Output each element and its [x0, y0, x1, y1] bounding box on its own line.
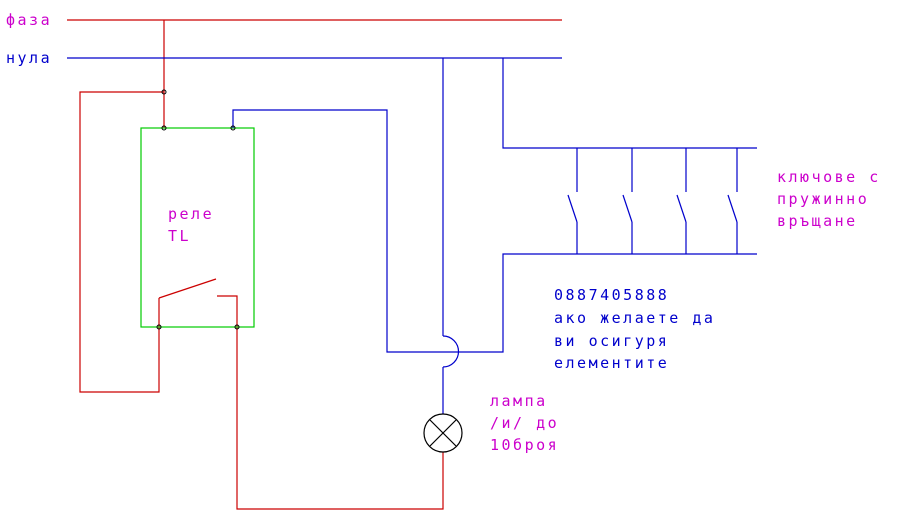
switch-3-blade — [676, 194, 687, 223]
relay-contact-blade — [158, 278, 217, 299]
relay-coil-control-wire — [232, 109, 757, 353]
node-dot — [230, 125, 236, 131]
switches-label-line3: връщане — [777, 212, 858, 230]
lamp-circle — [423, 413, 463, 453]
junction-dots — [156, 89, 240, 330]
phase-to-relay-contact-wire — [79, 91, 164, 393]
switch-2-blade — [622, 194, 633, 223]
relay-label-line2: TL — [168, 227, 192, 245]
lamp-cross-2 — [429, 419, 457, 447]
relay-contact-terminal — [217, 295, 238, 327]
neutral-wires — [67, 57, 757, 414]
lamp-symbol — [423, 413, 463, 453]
phase-label: фаза — [6, 11, 53, 29]
switches-label-line1: ключове с — [777, 168, 881, 186]
relay-box — [140, 127, 255, 328]
relay-label-line1: реле — [168, 205, 215, 223]
contact-text-line4: елементите — [554, 354, 670, 372]
switches-label-line2: пружинно — [777, 190, 870, 208]
contact-text-line3: ви осигуря — [554, 332, 670, 350]
node-dot — [156, 324, 162, 330]
node-dot — [161, 89, 167, 95]
phase-wires — [67, 19, 562, 510]
switch-1-blade — [567, 194, 578, 223]
lamp-label-line2: /и/ до — [490, 414, 560, 432]
node-dot — [161, 125, 167, 131]
lamp-label-line3: 10броя — [490, 436, 560, 454]
neutral-to-switches-wire — [502, 58, 757, 149]
lamp-label-line1: лампа — [490, 392, 548, 410]
contact-text-line2: ако желаете да — [554, 309, 716, 327]
relay-to-lamp-wire — [236, 327, 444, 510]
switch-4-blade — [727, 194, 738, 223]
neutral-label: нула — [6, 49, 53, 67]
node-dot — [234, 324, 240, 330]
contact-phone: 0887405888 — [554, 286, 670, 304]
